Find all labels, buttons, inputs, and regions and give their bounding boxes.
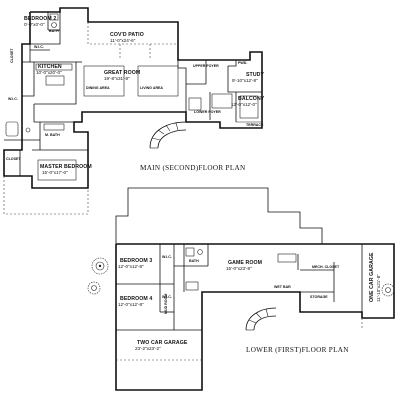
living-area-label: LIVING AREA xyxy=(140,86,163,90)
bedroom2-label: BEDROOM 2 xyxy=(24,16,56,22)
patio-outline-dashed xyxy=(87,22,178,45)
lower-floor-labels: BEDROOM 3 12'-0"x12'-8" W.I.C. BATH GAME… xyxy=(118,252,381,351)
lower-floor-plan: BEDROOM 3 12'-0"x12'-8" W.I.C. BATH GAME… xyxy=(87,187,395,391)
bath-label: BATH xyxy=(49,29,59,33)
great-room-label: GREAT ROOM xyxy=(104,70,140,76)
lower-floor-caption: LOWER (FIRST)FLOOR PLAN xyxy=(246,346,349,354)
terrace-label: TERRACE xyxy=(246,123,264,127)
bedroom4-dims: 12'-0"x12'-8" xyxy=(118,302,144,307)
wet-bar-label: WET BAR xyxy=(274,285,291,289)
master-bedroom-label: MASTER BEDROOM xyxy=(40,164,92,170)
game-room-label: GAME ROOM xyxy=(228,260,262,266)
patio-dims: 11'-0"x24'-6" xyxy=(110,38,136,43)
dining-area-label: DINING AREA xyxy=(86,86,110,90)
mud-room-label: MUD ROOM xyxy=(164,294,168,314)
tree-symbol-left xyxy=(91,257,109,275)
patio-label: COV'D PATIO xyxy=(110,32,144,38)
two-car-garage-dims: 23'-2"x23'-2" xyxy=(135,346,161,351)
lower-floor-spiral-stair xyxy=(245,307,277,331)
main-floor-outline-dashed xyxy=(3,176,89,215)
two-car-garage-label: TWO CAR GARAGE xyxy=(137,340,188,346)
one-car-garage-label: ONE CAR GARAGE xyxy=(369,252,375,302)
master-bath-label: M. BATH xyxy=(45,133,60,137)
bedroom4-label: BEDROOM 4 xyxy=(120,296,152,302)
master-bedroom-dims: 15'-0"x17'-0" xyxy=(42,170,68,175)
wic-top-label: W.I.C. xyxy=(34,45,44,49)
kitchen-dims: 10'-0"x20'-0" xyxy=(36,70,62,75)
study-label: STUDY xyxy=(246,72,265,78)
tree-symbol-left-lower xyxy=(87,281,101,295)
wic-master-label: W.I.C. xyxy=(8,97,18,101)
balcony-dims: 12'-0"x12'-0" xyxy=(231,102,257,107)
main-floor-caption: MAIN (SECOND)FLOOR PLAN xyxy=(140,164,246,172)
tree-symbol-right xyxy=(381,283,395,297)
main-floor-interior-walls xyxy=(4,12,262,176)
bedroom2-dims: 0'-0"x0'-0" xyxy=(24,22,45,27)
balcony-label: BALCONY xyxy=(238,96,265,102)
bedroom3-dims: 12'-0"x12'-8" xyxy=(118,264,144,269)
closet-master-label: CLOSET xyxy=(6,157,21,161)
storage-label: STORAGE xyxy=(310,295,328,299)
lower-floor-fixtures xyxy=(116,247,363,361)
main-floor-labels: BEDROOM 2 0'-0"x0'-0" BATH W.I.C. CLOSET… xyxy=(6,16,265,175)
one-car-garage-dims: 11'-10"x21'-8" xyxy=(376,274,381,302)
great-room-dims: 19'-8"x31'-8" xyxy=(104,76,130,81)
lower-foyer-label: LOWER FOYER xyxy=(194,110,221,114)
main-floor-fixtures xyxy=(5,13,262,181)
lower-floor-interior-walls xyxy=(116,244,363,331)
lower-bath-label: BATH xyxy=(189,259,199,263)
lower-floor-exterior-wall xyxy=(115,243,395,391)
closet-left-label: CLOSET xyxy=(10,48,14,63)
wic3-label: W.I.C. xyxy=(162,255,172,259)
wic4-label: W.I.C. xyxy=(162,295,172,299)
study-dims: 9'-10"x12'-8" xyxy=(232,78,258,83)
main-floor-spiral-stair xyxy=(149,121,187,149)
pwd-label: PWD. xyxy=(238,61,247,65)
kitchen-label: KITCHEN xyxy=(38,64,62,70)
mech-closet-label: MECH. CLOSET xyxy=(312,265,340,269)
upper-foyer-label: UPPER FOYER xyxy=(193,64,219,68)
bedroom3-label: BEDROOM 3 xyxy=(120,258,152,264)
main-floor-plan: BEDROOM 2 0'-0"x0'-0" BATH W.I.C. CLOSET… xyxy=(3,7,265,215)
game-room-dims: 15'-0"x23'-8" xyxy=(226,266,252,271)
upper-floor-overhang-outline xyxy=(115,187,394,245)
